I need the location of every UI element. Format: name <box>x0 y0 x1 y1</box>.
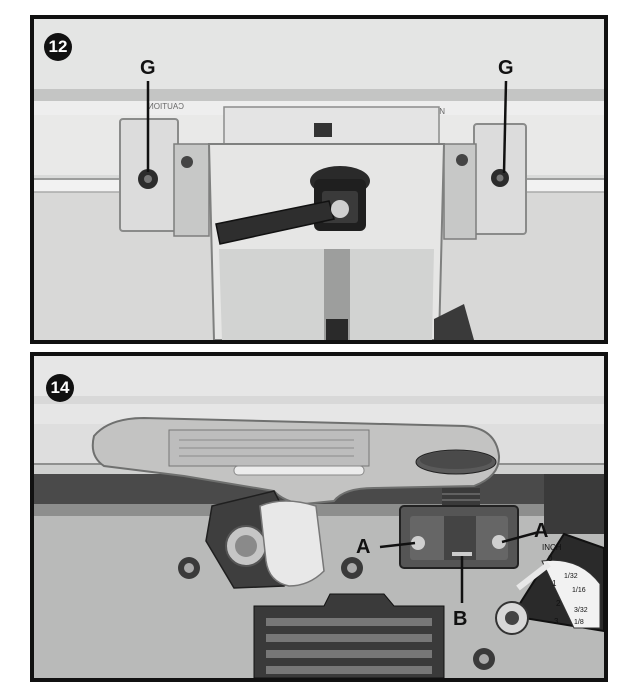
scale-zero: 0 <box>548 554 553 563</box>
figure-14-number-badge: 14 <box>46 374 74 402</box>
scale-number-0: 1 <box>552 579 557 588</box>
figure-12-panel: CAUTION CAUTION 12 G <box>30 15 608 344</box>
depth-scale <box>541 559 601 629</box>
figure-14-photo: INCH 0 1/32 1/16 3/32 1/8 1 2 3 <box>34 356 604 678</box>
lock-handle <box>215 200 335 245</box>
scale-number-1: 2 <box>556 599 561 608</box>
scale-mark-0: 1/32 <box>564 573 578 580</box>
figure-14-panel: INCH 0 1/32 1/16 3/32 1/8 1 2 3 14 A A B <box>30 352 608 682</box>
caution-label-mirrored: CAUTION <box>148 102 184 111</box>
scale-mark-1: 1/16 <box>572 587 586 594</box>
set-screw-b <box>452 552 472 556</box>
set-screw-a-right <box>492 535 506 549</box>
callout-b: B <box>453 608 468 630</box>
scale-header: INCH <box>542 543 562 552</box>
callout-g-left: G <box>140 57 156 79</box>
set-screw-a-left <box>411 536 425 550</box>
callout-g-right: G <box>498 57 514 79</box>
figure-12-photo: CAUTION CAUTION <box>34 19 604 340</box>
callout-a-right: A <box>534 520 549 542</box>
scale-number-2: 3 <box>554 617 559 626</box>
figure-12-number-badge: 12 <box>44 33 72 61</box>
scale-mark-2: 3/32 <box>574 607 588 614</box>
scale-mark-3: 1/8 <box>574 619 584 626</box>
callout-a-left: A <box>356 536 371 558</box>
